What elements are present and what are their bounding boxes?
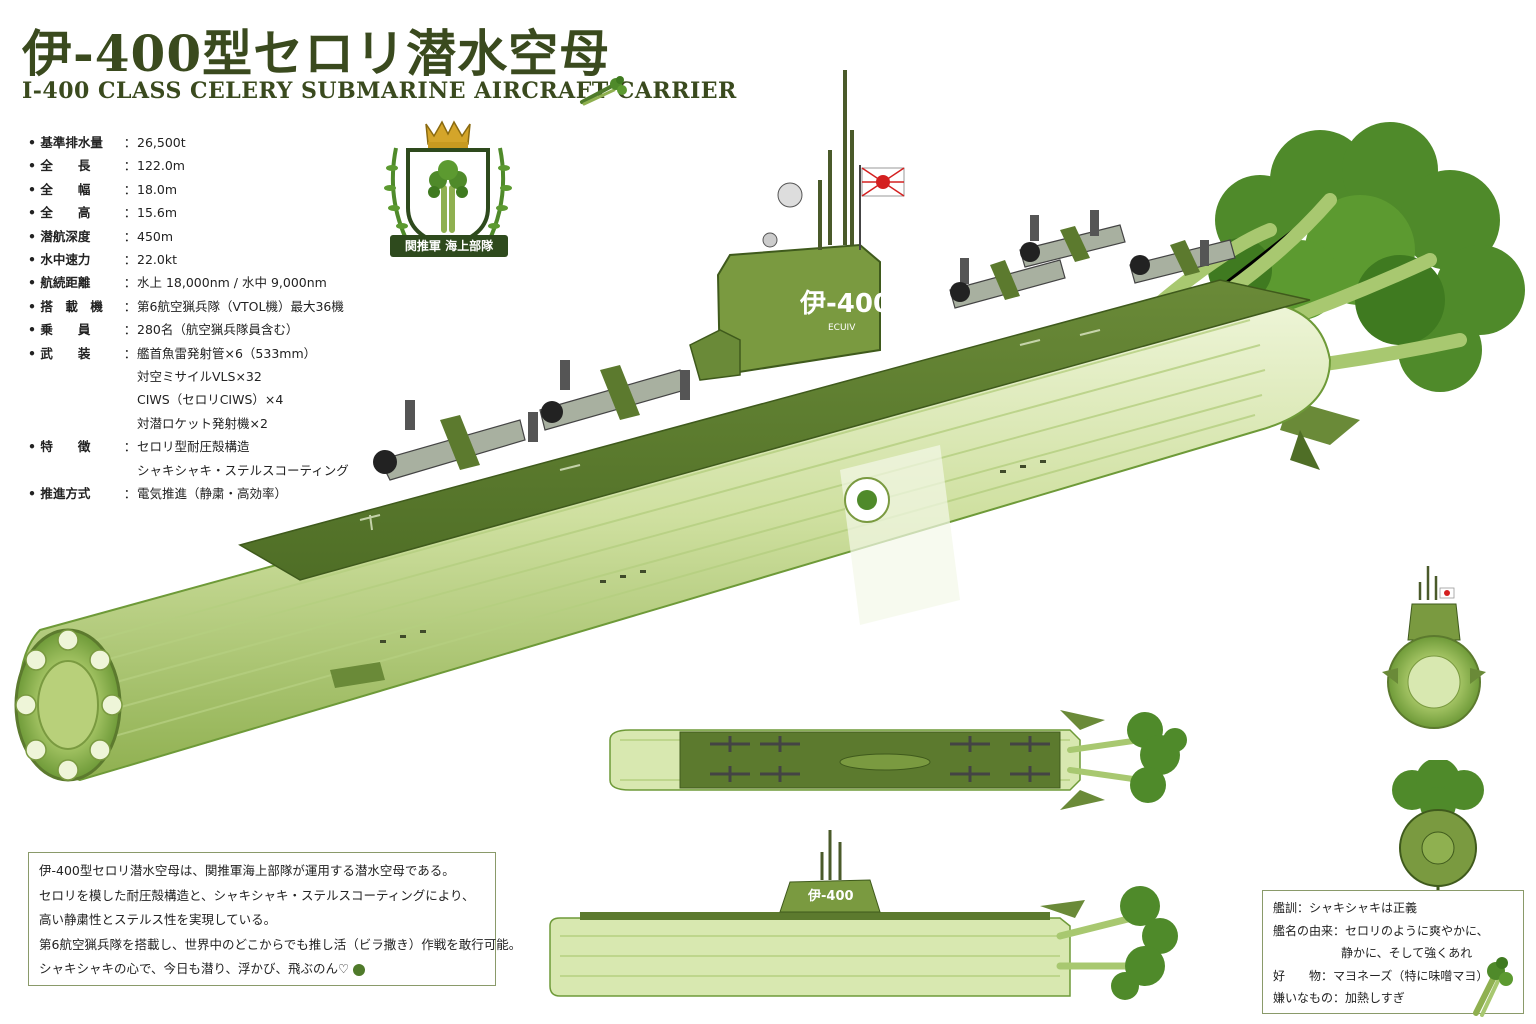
name-origin-line: 艦名の由来：セロリのように爽やかに、	[1273, 923, 1489, 938]
spec-label: 潜航深度	[28, 225, 123, 248]
spec-row: 推進方式：電気推進（静粛・高効率）	[28, 482, 408, 505]
spec-label: 搭 載 機	[28, 295, 123, 318]
spec-value: 18.0m	[137, 181, 178, 197]
spec-value: 280名（航空猟兵隊員含む）	[137, 322, 299, 338]
spec-value: 122.0m	[137, 158, 185, 174]
description-box: 伊-400型セロリ潜水空母は、関推軍海上部隊が運用する潜水空母である。 セロリを…	[28, 852, 522, 986]
spec-colon: ：	[123, 322, 137, 338]
side-marking: 伊-400	[807, 888, 854, 904]
spec-colon: ：	[123, 252, 137, 268]
spec-value: 15.6m	[137, 205, 178, 221]
rear-view-illustration	[1392, 760, 1484, 890]
spec-row: 対空ミサイルVLS×32	[28, 365, 408, 388]
spec-row: シャキシャキ・ステルスコーティング	[28, 459, 408, 482]
spec-row: 武 装：艦首魚雷発射管×6（533mm）	[28, 342, 408, 365]
profile-box: 艦訓：シャキシャキは正義 艦名の由来：セロリのように爽やかに、 静かに、そして強…	[1262, 890, 1524, 1014]
spec-label: 乗 員	[28, 318, 123, 341]
emblem-caption: 関推軍 海上部隊	[390, 235, 508, 257]
spec-row: 全 長：122.0m	[28, 154, 408, 177]
description-text: シャキシャキの心で、今日も潜り、浮かび、飛ぶのん♡	[39, 961, 350, 976]
description-line: 第6航空猟兵隊を搭載し、世界中のどこからでも推し活（ビラ撒き）作戦を敢行可能。	[39, 936, 522, 952]
description-line-last: シャキシャキの心で、今日も潜り、浮かび、飛ぶのん♡	[39, 957, 485, 982]
vtol-aircraft-group	[373, 210, 1236, 481]
description-line: 伊-400型セロリ潜水空母は、関推軍海上部隊が運用する潜水空母である。	[39, 863, 455, 878]
spec-value: 水上 18,000nm / 水中 9,000nm	[137, 275, 327, 291]
spec-colon: ：	[123, 486, 137, 502]
spec-row: 対潜ロケット発射機×2	[28, 412, 408, 435]
spec-row: 航続距離：水上 18,000nm / 水中 9,000nm	[28, 271, 408, 294]
spec-list: 基準排水量：26,500t全 長：122.0m全 幅：18.0m全 高：15.6…	[28, 131, 408, 506]
page-title: 伊-400型セロリ潜水空母	[22, 24, 611, 83]
front-view-illustration	[1382, 566, 1486, 729]
spec-value: 450m	[137, 228, 174, 244]
spec-colon: ：	[123, 275, 137, 291]
spec-value: 対潜ロケット発射機×2	[137, 415, 268, 431]
spec-colon: ：	[123, 181, 137, 197]
spec-label: 航続距離	[28, 271, 123, 294]
spec-colon: ：	[123, 228, 137, 244]
spec-label: 全 幅	[28, 178, 123, 201]
spec-label: 全 高	[28, 201, 123, 224]
spec-label: 武 装	[28, 342, 123, 365]
spec-row: 全 幅：18.0m	[28, 178, 408, 201]
spec-label: 全 長	[28, 154, 123, 177]
spec-colon: ：	[123, 439, 137, 455]
spec-colon: ：	[123, 135, 137, 150]
paw-icon	[353, 963, 366, 976]
spec-value: 電気推進（静粛・高効率）	[137, 486, 288, 502]
spec-colon: ：	[123, 345, 137, 361]
spec-row: 基準排水量：26,500t	[28, 131, 408, 154]
spec-value: 艦首魚雷発射管×6（533mm）	[137, 345, 317, 361]
spec-row: 潜航深度：450m	[28, 225, 408, 248]
side-view-illustration: 伊-400	[549, 830, 1178, 1000]
spec-value: 22.0kt	[137, 252, 177, 268]
spec-label: 特 徴	[28, 435, 123, 458]
spec-row: 特 徴：セロリ型耐圧殻構造	[28, 435, 408, 458]
hull-marking: 伊-400	[799, 289, 891, 319]
spec-value: シャキシャキ・ステルスコーティング	[137, 462, 349, 478]
spec-value: CIWS（セロリCIWS）×4	[137, 392, 284, 408]
spec-label: 基準排水量	[28, 131, 123, 154]
spec-colon: ：	[123, 205, 137, 221]
spec-row: CIWS（セロリCIWS）×4	[28, 388, 408, 411]
spec-label: 水中速力	[28, 248, 123, 271]
spec-colon: ：	[123, 158, 137, 174]
spec-row: 乗 員：280名（航空猟兵隊員含む）	[28, 318, 408, 341]
celery-stalk-icon	[1473, 957, 1513, 1017]
hull-sub-marking: ECUIV	[828, 323, 856, 333]
description-line: 高い静粛性とステルス性を実現している。	[39, 912, 277, 927]
name-origin-line-2: 静かに、そして強くあれ	[1341, 946, 1473, 960]
celery-sprig-icon	[580, 76, 627, 106]
unit-emblem	[384, 120, 512, 249]
spec-row: 全 高：15.6m	[28, 201, 408, 224]
spec-label: 推進方式	[28, 482, 123, 505]
spec-value: 26,500t	[137, 135, 186, 150]
spec-row: 搭 載 機：第6航空猟兵隊（VTOL機）最大36機	[28, 295, 408, 318]
spec-value: 対空ミサイルVLS×32	[137, 369, 262, 385]
likes-line: 好 物：マヨネーズ（特に味噌マヨ）	[1273, 968, 1489, 983]
description-line: セロリを模した耐圧殻構造と、シャキシャキ・ステルスコーティングにより、	[39, 887, 475, 903]
top-view-illustration	[609, 710, 1187, 810]
motto-line: 艦訓：シャキシャキは正義	[1273, 901, 1418, 915]
spec-value: 第6航空猟兵隊（VTOL機）最大36機	[137, 298, 344, 314]
dislikes-line: 嫌いなもの：加熱しすぎ	[1273, 991, 1405, 1005]
spec-row: 水中速力：22.0kt	[28, 248, 408, 271]
spec-colon: ：	[123, 298, 137, 314]
spec-value: セロリ型耐圧殻構造	[137, 439, 250, 455]
